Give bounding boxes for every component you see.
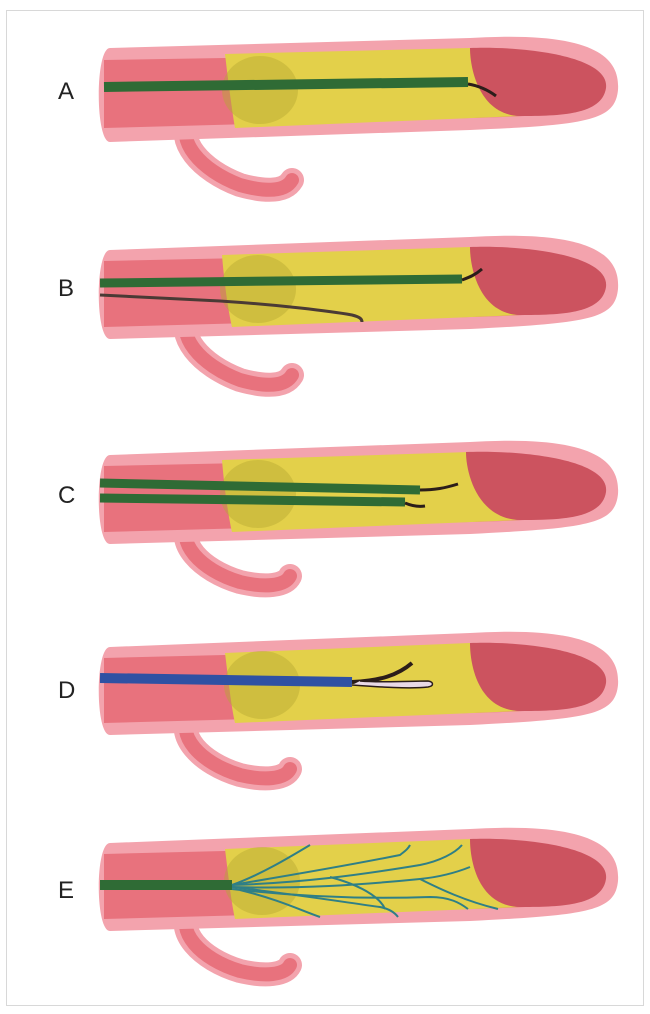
panel-d-illustration [0, 605, 650, 805]
calcified-cap [220, 255, 296, 323]
catheter-upper [100, 279, 462, 283]
panel-d: D [0, 605, 650, 805]
catheter [104, 82, 468, 87]
panel-c: C [0, 410, 650, 610]
panel-b: B [0, 215, 650, 415]
panel-a-illustration [0, 20, 650, 220]
panel-e-illustration [0, 805, 650, 1005]
panel-a: A [0, 20, 650, 220]
panel-e: E [0, 805, 650, 1005]
calcified-cap [220, 460, 296, 528]
panel-c-illustration [0, 410, 650, 610]
reentry-catheter [100, 678, 352, 682]
catheter-lower [100, 498, 405, 502]
panel-b-illustration [0, 215, 650, 415]
